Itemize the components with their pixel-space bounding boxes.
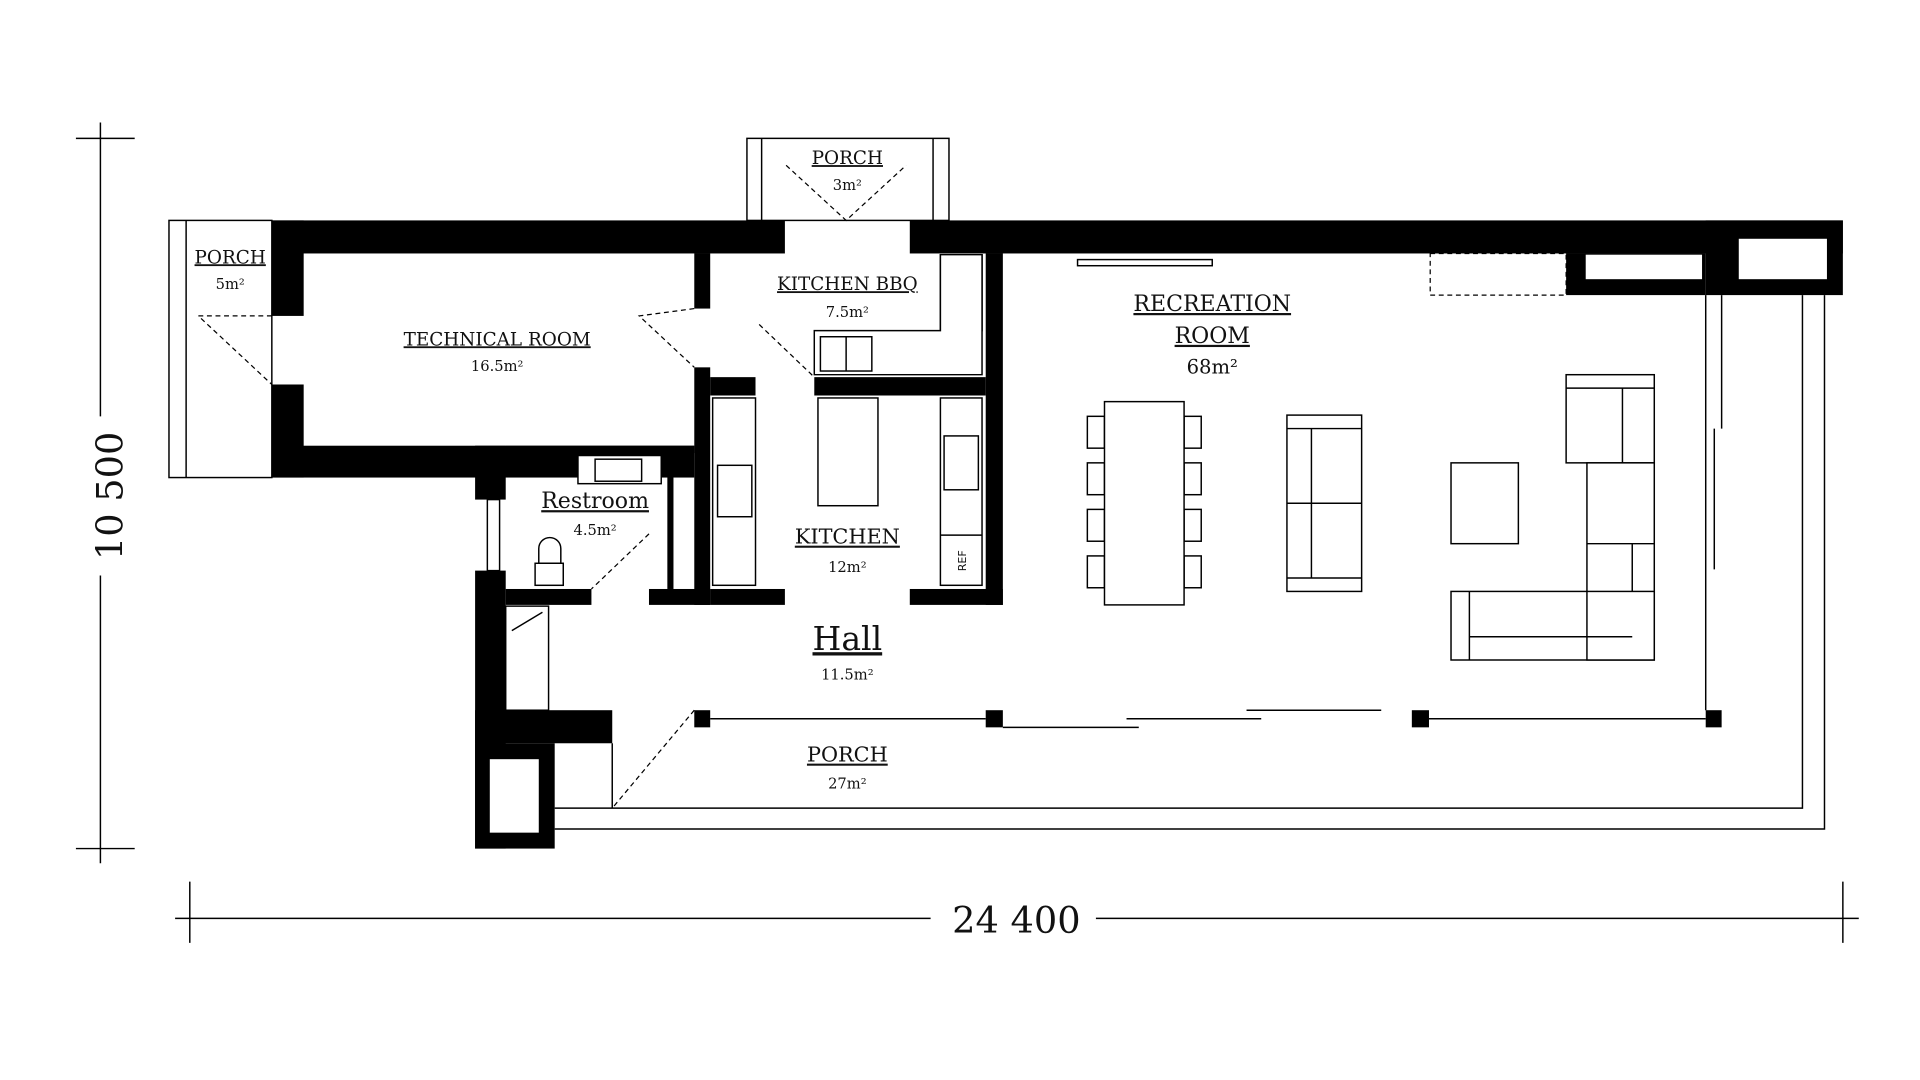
height-dimension: 10 500 xyxy=(75,122,135,864)
kitchen-bbq-label: KITCHEN BBQ xyxy=(777,274,918,295)
shelving xyxy=(504,605,550,711)
porch-left-area: 5m² xyxy=(216,276,245,293)
restroom-label: Restroom xyxy=(541,489,649,514)
walls xyxy=(271,220,1843,849)
porch-left-label: PORCH xyxy=(195,247,266,268)
porch-top-label: PORCH xyxy=(812,148,883,169)
hall-area: 11.5m² xyxy=(821,667,874,684)
front-glazing xyxy=(694,295,1723,729)
kitchen-bbq-area: 7.5m² xyxy=(826,304,869,321)
kitchen-area: 12m² xyxy=(828,559,867,576)
width-dimension: 24 400 xyxy=(175,881,1859,943)
dining-set xyxy=(1086,400,1202,606)
technical-room-area: 16.5m² xyxy=(471,358,524,375)
technical-room-label: TECHNICAL ROOM xyxy=(404,329,591,350)
kitchen-label: KITCHEN xyxy=(795,525,900,549)
door-swings xyxy=(196,252,1567,809)
dining-table xyxy=(1103,400,1185,606)
porch-top-area: 3m² xyxy=(833,177,862,194)
porch-top-deck xyxy=(746,137,950,222)
kitchen-sink xyxy=(943,435,980,491)
cooktop xyxy=(716,464,753,518)
restroom-area: 4.5m² xyxy=(574,522,617,539)
width-dimension-label: 24 400 xyxy=(952,899,1080,942)
fireplace xyxy=(1076,258,1213,267)
recreation-room-label-1: RECREATION xyxy=(1133,292,1291,317)
kitchen-island xyxy=(817,397,879,507)
recreation-room-area: 68m² xyxy=(1187,355,1238,378)
porch-bottom-label: PORCH xyxy=(807,743,888,767)
porch-bottom-area: 27m² xyxy=(828,776,867,793)
sectional-sofa xyxy=(1450,373,1656,661)
toilet xyxy=(534,562,564,587)
restroom-window xyxy=(486,498,501,572)
recreation-room-label-2: ROOM xyxy=(1175,324,1250,349)
refrigerator-label: REF xyxy=(956,550,969,571)
sofa xyxy=(1286,414,1363,593)
coffee-table xyxy=(1450,462,1520,545)
height-dimension-label: 10 500 xyxy=(88,432,131,560)
kitchen-counter-right xyxy=(939,397,983,587)
hall-label: Hall xyxy=(813,619,883,658)
